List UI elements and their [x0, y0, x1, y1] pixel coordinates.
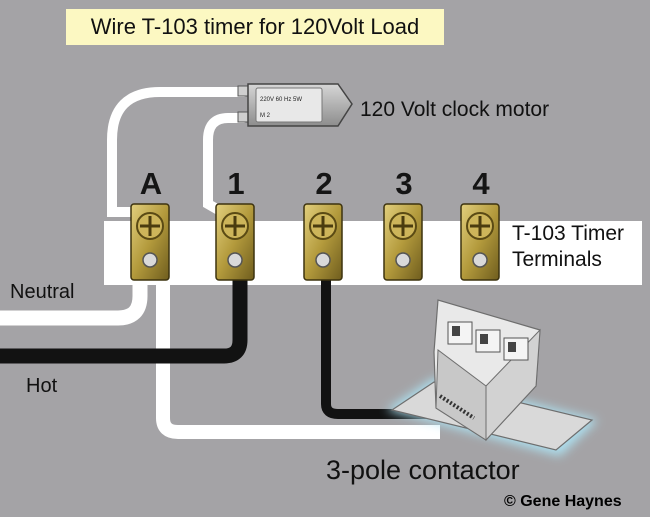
copyright: © Gene Haynes: [504, 493, 622, 510]
terminal-label-3: 3: [395, 166, 413, 201]
neutral-to-contactor-wire: [156, 262, 440, 439]
terminal-1: [215, 203, 255, 281]
terminal-label-1: 1: [227, 166, 245, 201]
switched-hot-wire: [321, 268, 436, 419]
diagram-title: Wire T-103 timer for 120Volt Load: [66, 9, 444, 45]
clock-motor: 220V 60 Hz 5W M 2: [237, 83, 353, 127]
terminal-4: [460, 203, 500, 281]
terminal-3: [383, 203, 423, 281]
terminal-strip-label-line1: T-103 Timer: [512, 222, 625, 245]
motor-rating-text: 220V 60 Hz 5W: [260, 97, 302, 103]
terminal-label-4: 4: [472, 166, 490, 201]
terminal-strip: [104, 221, 642, 285]
motor-wire-to-1: [203, 113, 249, 217]
clock-motor-label: 120 Volt clock motor: [360, 98, 550, 121]
neutral-wire: [0, 262, 148, 326]
motor-wire-to-A: [107, 87, 249, 217]
terminal-label-2: 2: [315, 166, 333, 201]
hot-label: Hot: [26, 375, 58, 397]
terminal-strip-label: T-103 Timer Terminals: [512, 221, 624, 273]
contactor-label: 3-pole contactor: [326, 455, 520, 485]
terminal-label-A: A: [139, 166, 163, 201]
terminal-strip-label-line2: Terminals: [512, 248, 602, 271]
neutral-label: Neutral: [10, 281, 75, 303]
terminal-A: [130, 203, 170, 281]
hot-wire: [0, 268, 248, 364]
terminal-2: [303, 203, 343, 281]
contactor: [386, 299, 598, 456]
motor-model-text: M 2: [260, 113, 271, 119]
